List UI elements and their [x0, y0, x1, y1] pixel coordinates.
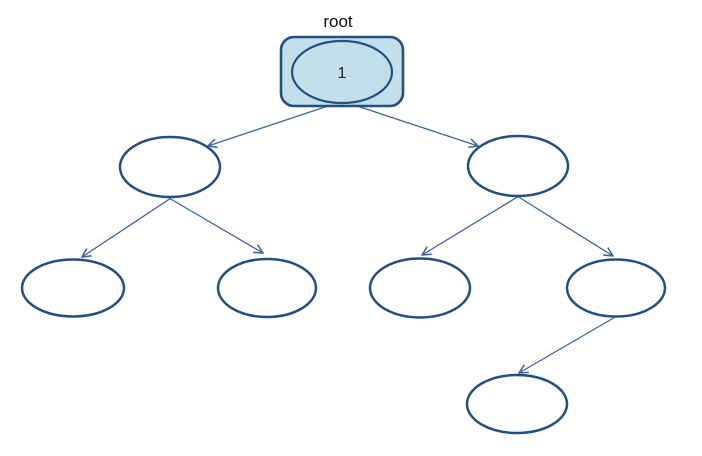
node-left-right	[216, 257, 318, 319]
node-right-left	[368, 257, 472, 319]
node-right-right-left	[465, 373, 569, 435]
node-left-child	[118, 135, 222, 199]
node-right-right	[565, 258, 667, 318]
edge-right-right-to-right-right-left	[519, 315, 618, 373]
node-left-left	[20, 258, 126, 318]
root-node-ellipse	[290, 39, 394, 105]
root-node-caption: root	[323, 12, 353, 31]
root-node-box	[279, 35, 405, 108]
node-root: 1 root	[279, 12, 405, 108]
edge-left-child-to-left-right	[168, 197, 263, 253]
node-right-child	[466, 134, 570, 198]
root-node-value: 1	[338, 65, 347, 82]
edge-left-child-to-left-left	[82, 197, 172, 257]
edge-right-child-to-right-left	[422, 195, 520, 255]
edge-right-child-to-right-right	[516, 195, 613, 256]
